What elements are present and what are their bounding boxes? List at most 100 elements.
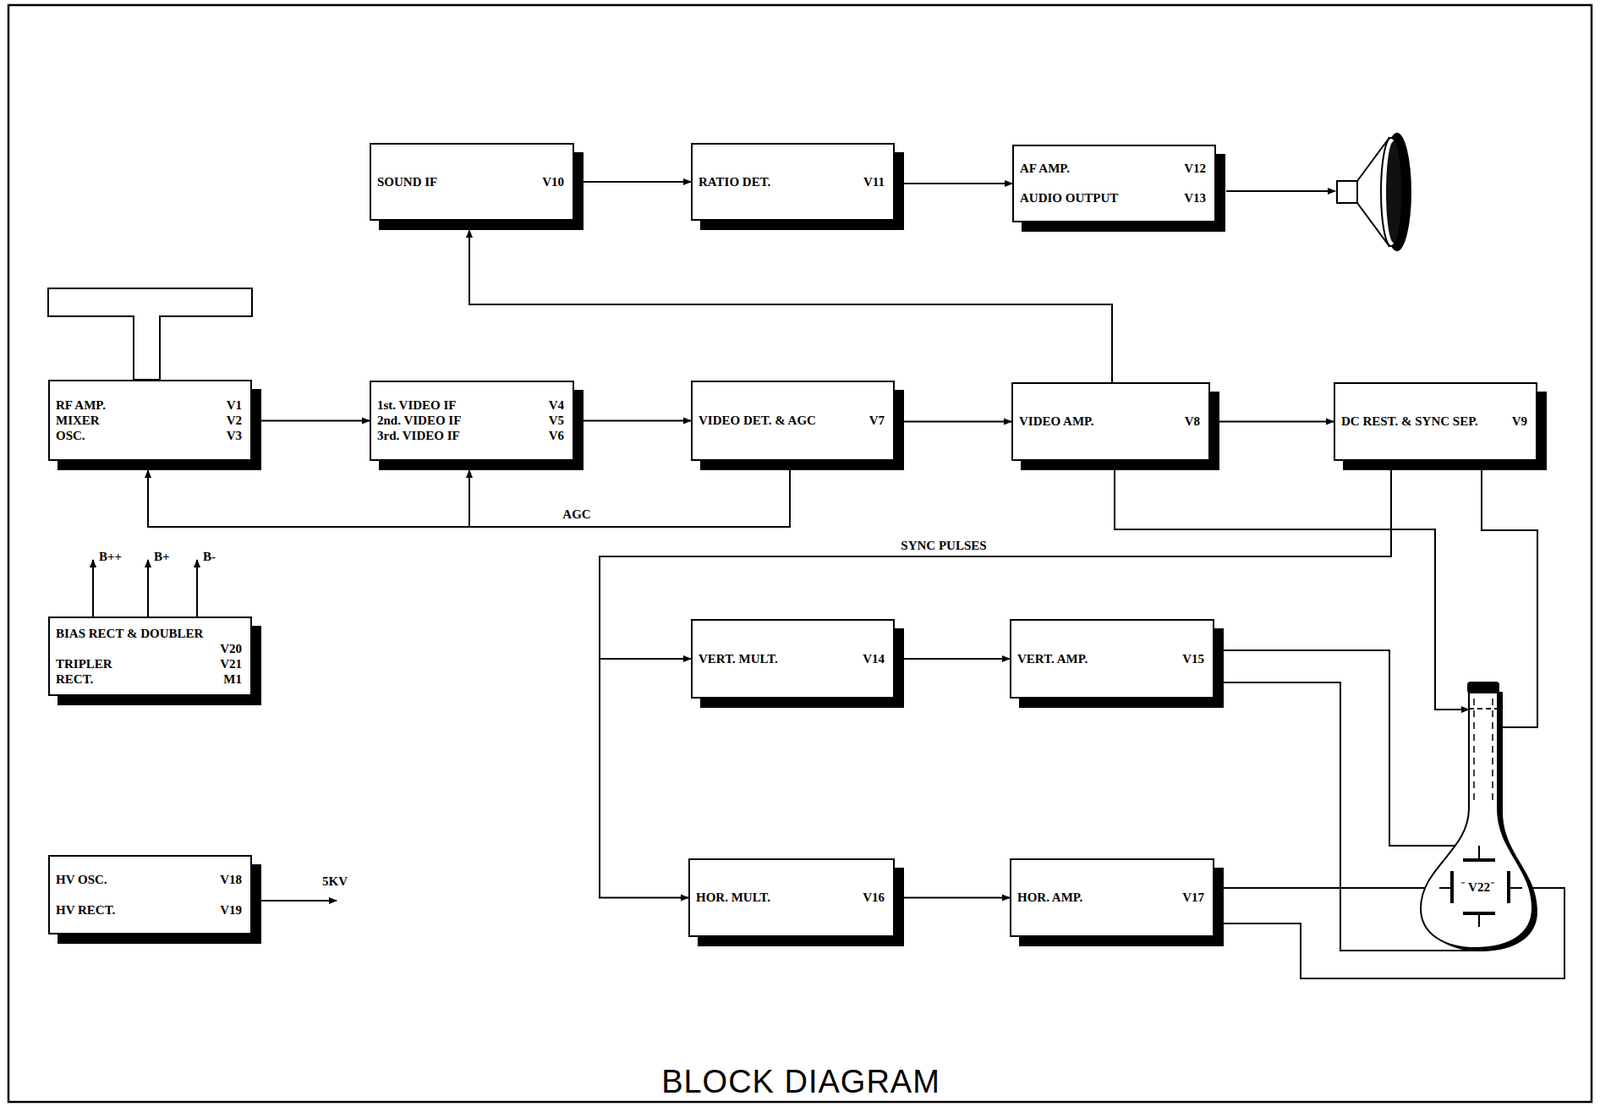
signal-label: B+ xyxy=(151,549,173,565)
tube-number: V12 xyxy=(1183,161,1206,176)
text-row: RATIO DET. V11 xyxy=(698,175,885,190)
page-border xyxy=(8,5,1592,1102)
stage-name: HOR. MULT. xyxy=(695,890,771,905)
tube-number: V15 xyxy=(1182,652,1205,667)
text-row: SOUND IF V10 xyxy=(377,175,565,190)
process-box: VIDEO DET. & AGC V7 xyxy=(690,380,895,461)
tube-number: M1 xyxy=(223,672,242,687)
tube-number: V16 xyxy=(862,890,885,905)
crt-outline xyxy=(1413,681,1541,953)
signal-connector xyxy=(1214,650,1480,846)
stage-name: 2nd. VIDEO IF xyxy=(377,413,461,428)
text-row: RECT.M1 xyxy=(55,671,242,687)
stage-name: TRIPLER xyxy=(55,657,113,672)
tube-number: V7 xyxy=(869,413,885,428)
signal-connector xyxy=(894,421,1012,423)
tube-number: V20 xyxy=(219,641,242,657)
tube-number: V2 xyxy=(226,413,242,428)
text-row: MIXER V2 xyxy=(55,412,242,428)
stage-name: AUDIO OUTPUT xyxy=(1019,191,1118,206)
tube-number: V22 xyxy=(1467,880,1491,895)
stage-name: SOUND IF xyxy=(377,175,438,190)
tube-number: V6 xyxy=(548,428,565,444)
tube-number: V9 xyxy=(1512,414,1528,429)
process-box: SOUND IF V10 xyxy=(369,142,575,221)
text-row: AF AMP. V12 xyxy=(1019,153,1206,184)
process-box: RF AMP. V1MIXER V2OSC. V3 xyxy=(48,379,253,461)
crt-tube: V22 xyxy=(1413,681,1541,953)
text-row: VIDEO DET. & AGC V7 xyxy=(698,413,885,428)
signal-connector xyxy=(894,182,1013,185)
tube-number: V17 xyxy=(1182,890,1205,905)
stage-name: VERT. AMP. xyxy=(1017,652,1088,667)
edge-label: SYNC PULSES xyxy=(898,538,989,554)
stage-name: MIXER xyxy=(55,413,100,428)
tube-number: V14 xyxy=(862,652,885,667)
text-row: 3rd. VIDEO IF V6 xyxy=(377,428,565,444)
signal-connector xyxy=(1214,887,1440,889)
signal-connector xyxy=(1210,421,1334,423)
stage-name: HOR. AMP. xyxy=(1017,890,1083,905)
text-row: RF AMP. V1 xyxy=(55,397,242,413)
process-box: VERT. MULT. V14 xyxy=(690,619,895,699)
text-row: V20 xyxy=(55,641,242,657)
text-row: HOR. AMP. V17 xyxy=(1017,890,1205,905)
diagram-title: BLOCK DIAGRAM xyxy=(661,1063,941,1101)
stage-name: OSC. xyxy=(55,428,86,444)
stage-name: RATIO DET. xyxy=(698,175,771,190)
speaker-symbol xyxy=(1226,132,1412,252)
signal-connector xyxy=(147,470,790,527)
text-row: VERT. MULT. V14 xyxy=(698,652,885,667)
tube-number: V18 xyxy=(219,872,242,888)
signal-connector xyxy=(894,897,1010,899)
tube-number: V5 xyxy=(548,413,565,428)
signal-label: B++ xyxy=(96,549,125,565)
signal-connector xyxy=(599,470,1392,899)
text-row: OSC. V3 xyxy=(55,427,242,444)
text-row: TRIPLER V21 xyxy=(55,656,242,672)
process-box: HV OSC. V18 HV RECT. V19 xyxy=(48,854,253,935)
text-row: HV OSC. V18 xyxy=(55,864,242,895)
supply-arrows xyxy=(93,559,337,901)
stage-name: DC REST. & SYNC SEP. xyxy=(1341,414,1479,429)
process-box: AF AMP. V12AUDIO OUTPUT V13 xyxy=(1012,144,1217,223)
text-row: DC REST. & SYNC SEP. V9 xyxy=(1341,414,1528,429)
stage-name: 3rd. VIDEO IF xyxy=(377,428,461,444)
text-row: BIAS RECT & DOUBLER xyxy=(55,625,242,642)
stage-name: AF AMP. xyxy=(1019,161,1070,176)
signal-connector xyxy=(469,230,1113,383)
signal-label: B- xyxy=(200,549,219,565)
tube-number: V3 xyxy=(226,428,242,444)
signal-connector xyxy=(894,657,1010,660)
stage-name: HV RECT. xyxy=(55,903,116,918)
tube-number: V10 xyxy=(542,175,565,190)
process-box: HOR. AMP. V17 xyxy=(1009,858,1215,937)
process-box: HOR. MULT. V16 xyxy=(688,858,895,937)
tube-number: V21 xyxy=(219,657,242,672)
tube-number: V13 xyxy=(1183,191,1206,206)
stage-name: VERT. MULT. xyxy=(698,652,779,667)
edge-label: AGC xyxy=(559,507,593,522)
text-row: HOR. MULT. V16 xyxy=(695,890,885,905)
process-box: VIDEO AMP. V8 xyxy=(1011,382,1211,461)
stage-name: VIDEO DET. & AGC xyxy=(698,413,817,428)
process-box: DC REST. & SYNC SEP. V9 xyxy=(1333,382,1538,461)
stage-name: VIDEO AMP. xyxy=(1019,414,1095,429)
tube-number: V11 xyxy=(863,175,885,190)
text-row: VERT. AMP. V15 xyxy=(1017,652,1205,667)
tube-number: V1 xyxy=(226,398,242,413)
text-row: HV RECT. V19 xyxy=(55,894,242,926)
tube-number: V4 xyxy=(548,398,565,413)
tube-number: V8 xyxy=(1184,414,1200,429)
stage-name: RF AMP. xyxy=(55,398,106,413)
signal-connector xyxy=(574,180,691,183)
signal-label: 5KV xyxy=(319,874,351,889)
text-row: VIDEO AMP. V8 xyxy=(1019,414,1200,429)
antenna-symbol xyxy=(48,288,253,380)
tube-number: V19 xyxy=(219,903,242,918)
text-row: 1st. VIDEO IFV4 xyxy=(377,398,565,414)
stage-name: HV OSC. xyxy=(55,872,108,888)
process-box: VERT. AMP. V15 xyxy=(1009,619,1215,699)
text-row: AUDIO OUTPUT V13 xyxy=(1019,183,1206,214)
